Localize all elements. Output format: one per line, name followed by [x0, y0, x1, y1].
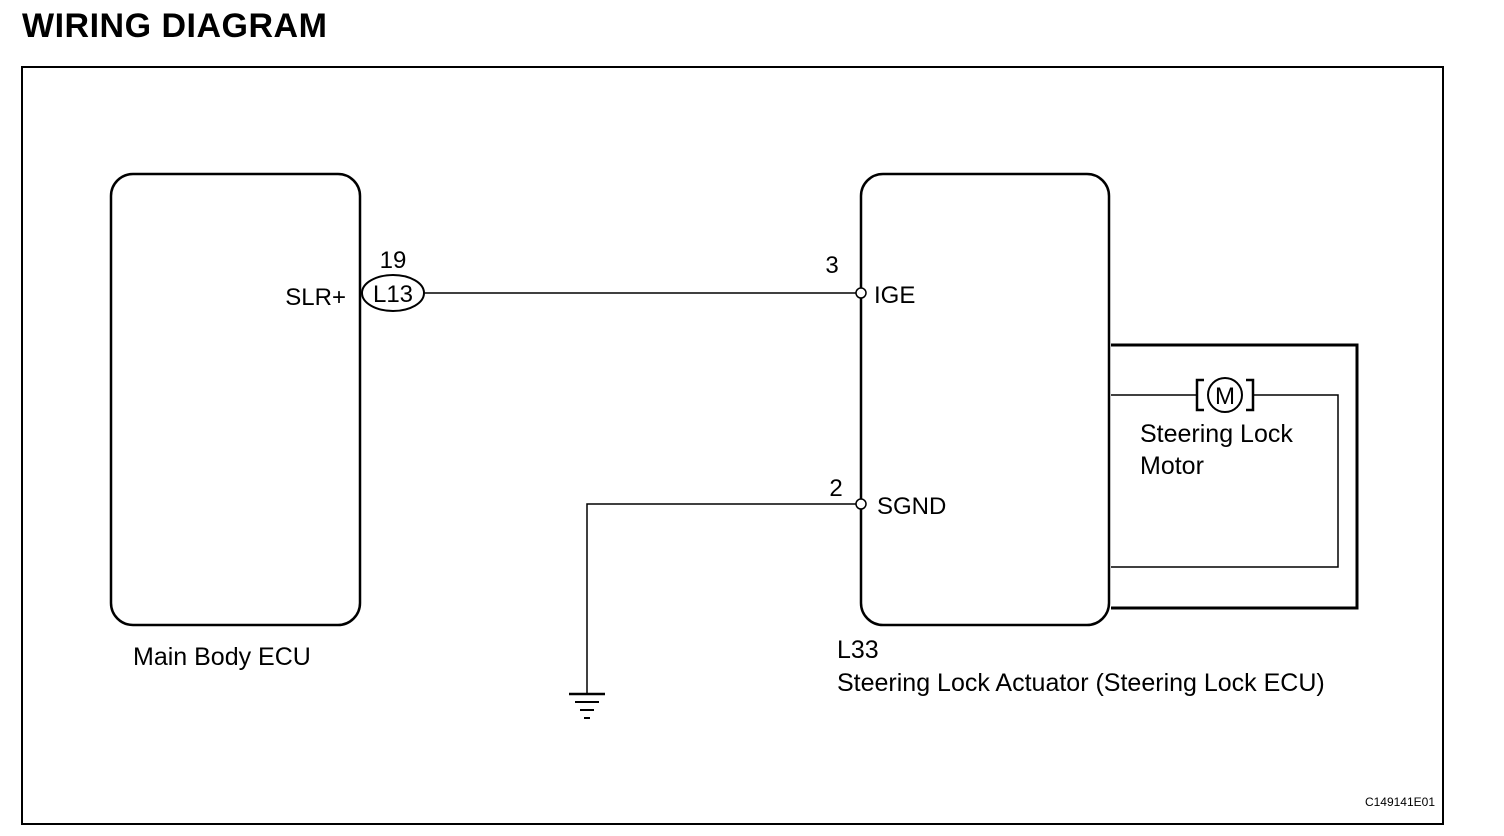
- motor-label-line2: Motor: [1140, 452, 1204, 480]
- motor-icon: [1195, 377, 1255, 413]
- pin-19-label: 19: [380, 247, 407, 274]
- sgnd-terminal-label: SGND: [877, 493, 946, 520]
- motor-symbol-letter: M: [1215, 383, 1235, 410]
- connector-l33-label: L33: [837, 636, 879, 664]
- main-body-ecu-label: Main Body ECU: [133, 643, 311, 671]
- sgnd-terminal-dot: [855, 498, 867, 510]
- page-title: WIRING DIAGRAM: [22, 7, 328, 45]
- connector-l13-label: L13: [373, 281, 413, 308]
- ige-terminal-label: IGE: [874, 282, 915, 309]
- motor-return-wire: [1111, 394, 1339, 568]
- figure-code: C149141E01: [1365, 795, 1435, 809]
- steering-lock-actuator-box: [859, 172, 1111, 627]
- diagram-frame: [21, 66, 1444, 825]
- pin-3-label: 3: [825, 252, 838, 279]
- motor-enclosure-outline: [1111, 343, 1359, 610]
- ige-terminal-dot: [855, 287, 867, 299]
- wire-sgnd-to-ground: [586, 503, 856, 694]
- pin-2-label: 2: [829, 475, 842, 502]
- motor-label-line1: Steering Lock: [1140, 420, 1293, 448]
- main-body-ecu-box: [109, 172, 362, 627]
- slr-plus-terminal-label: SLR+: [285, 284, 346, 311]
- steering-lock-actuator-label: Steering Lock Actuator (Steering Lock EC…: [837, 669, 1325, 697]
- ground-symbol-icon: [569, 692, 605, 719]
